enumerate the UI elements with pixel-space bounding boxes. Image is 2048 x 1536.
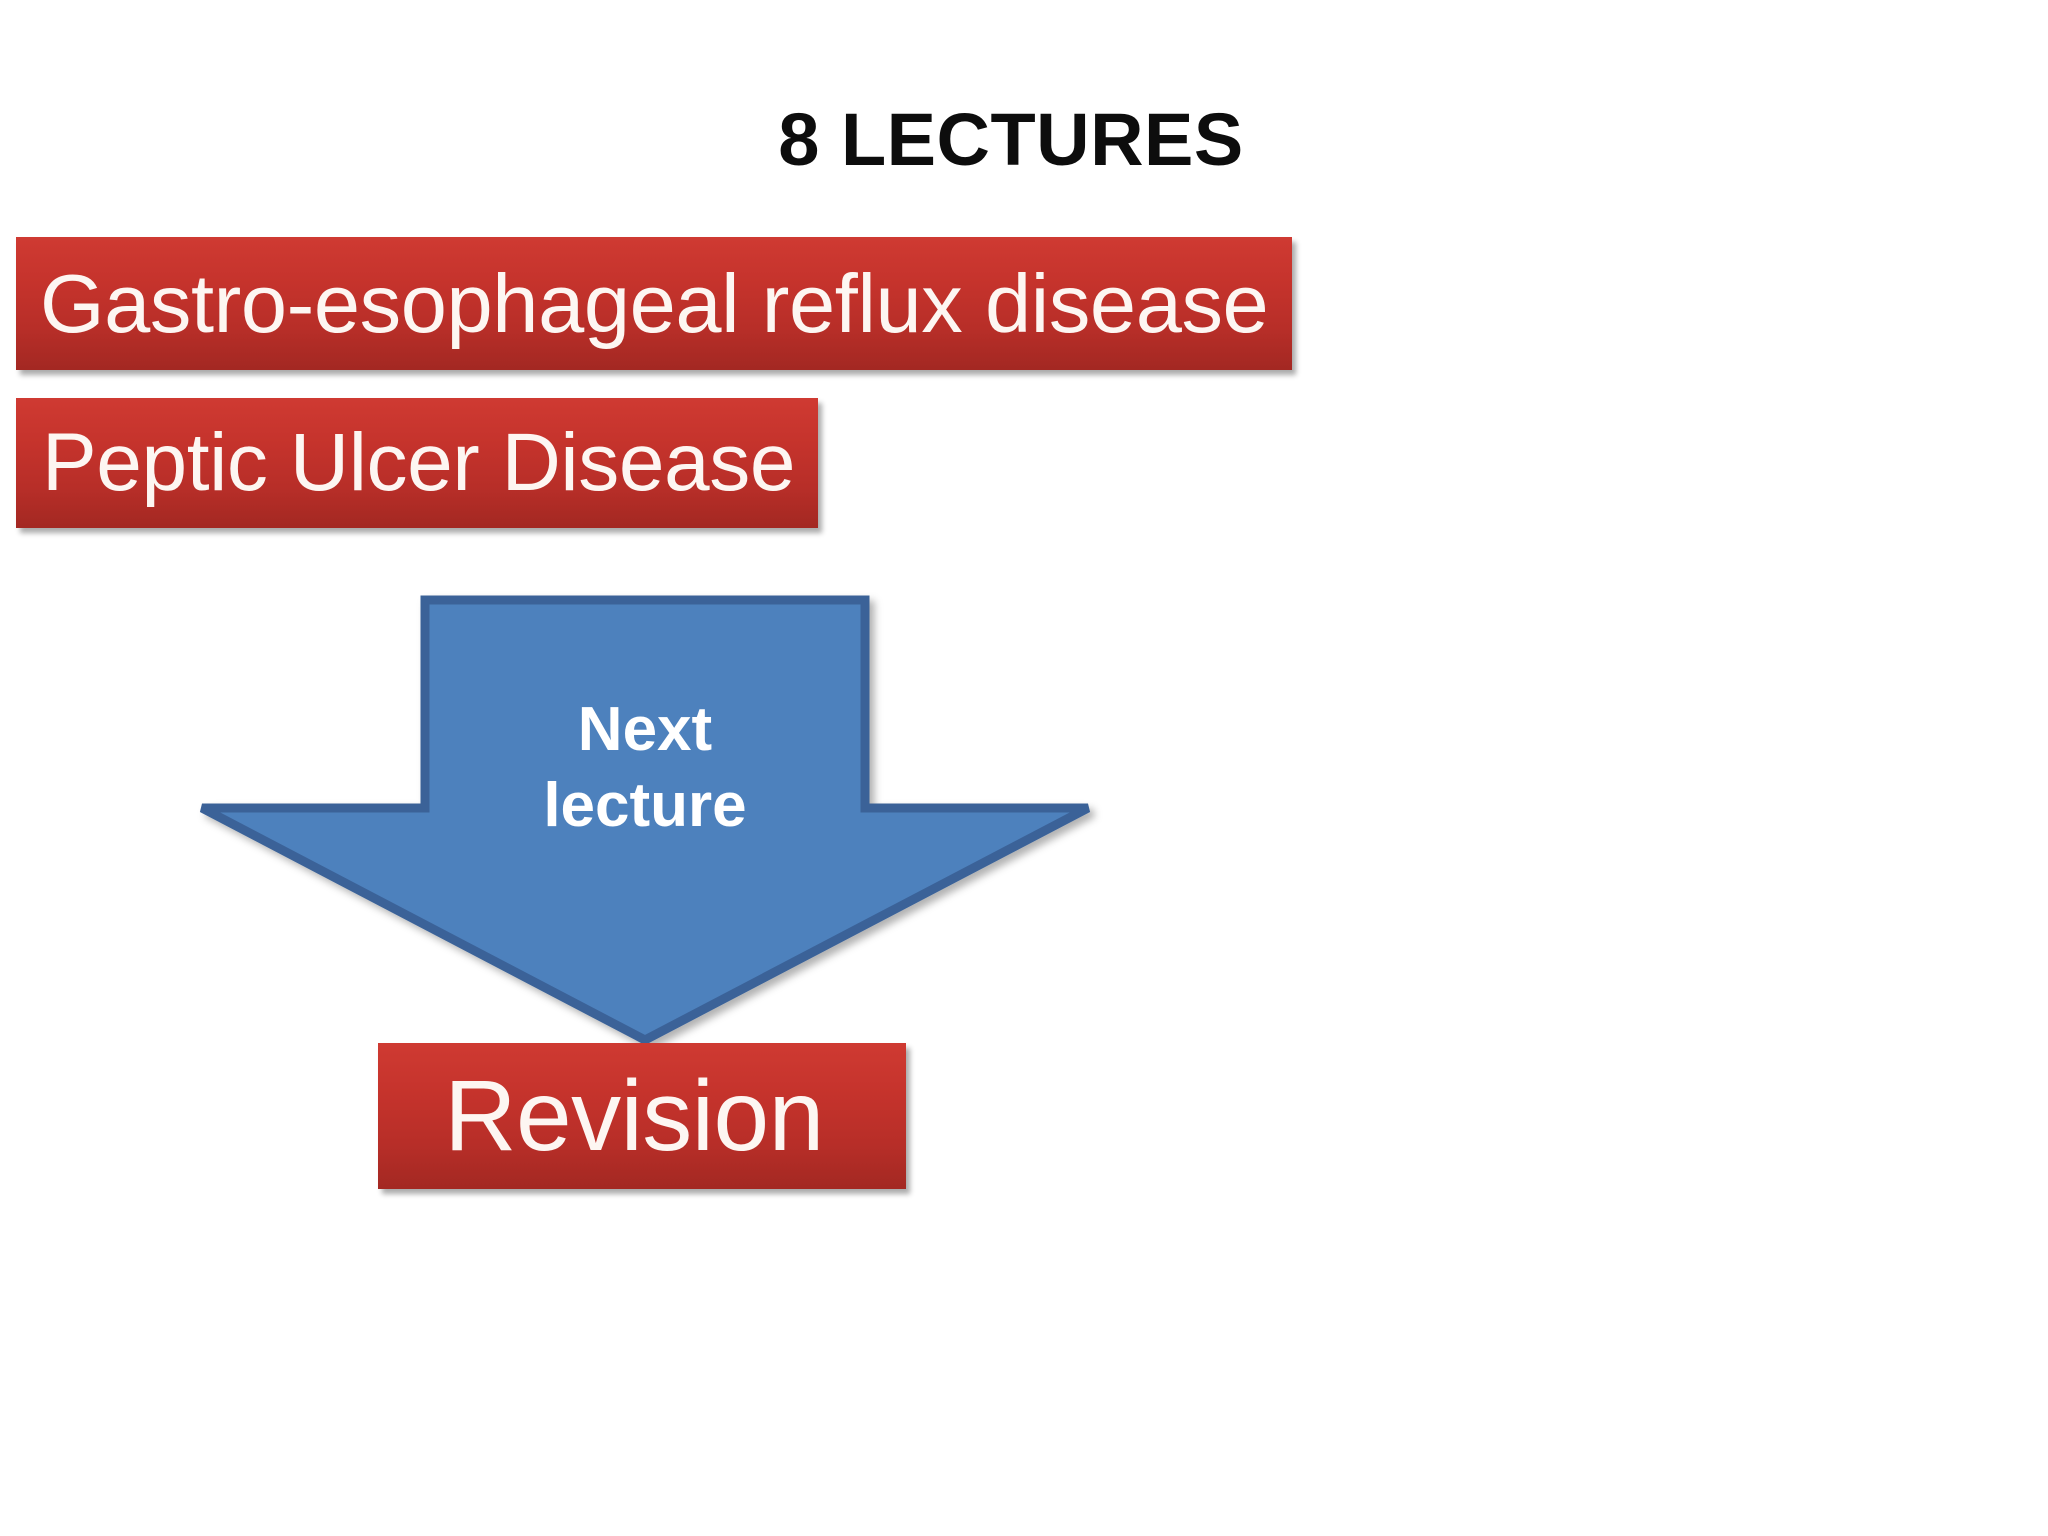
page-title-text: 8 LECTURES (778, 98, 1244, 181)
down-arrow-icon (199, 595, 1091, 1046)
topic-box-pud-label: Peptic Ulcer Disease (42, 417, 796, 508)
topic-box-gerd[interactable]: Gastro-esophageal reflux disease (16, 237, 1292, 370)
topic-box-gerd-label: Gastro-esophageal reflux disease (40, 257, 1269, 350)
outcome-box-revision[interactable]: Revision (378, 1043, 906, 1189)
next-lecture-arrow[interactable]: Next lecture (180, 592, 1110, 1057)
outcome-box-revision-label: Revision (444, 1060, 824, 1172)
topic-box-pud[interactable]: Peptic Ulcer Disease (16, 398, 818, 528)
page-title: 8 LECTURES (0, 103, 2048, 177)
